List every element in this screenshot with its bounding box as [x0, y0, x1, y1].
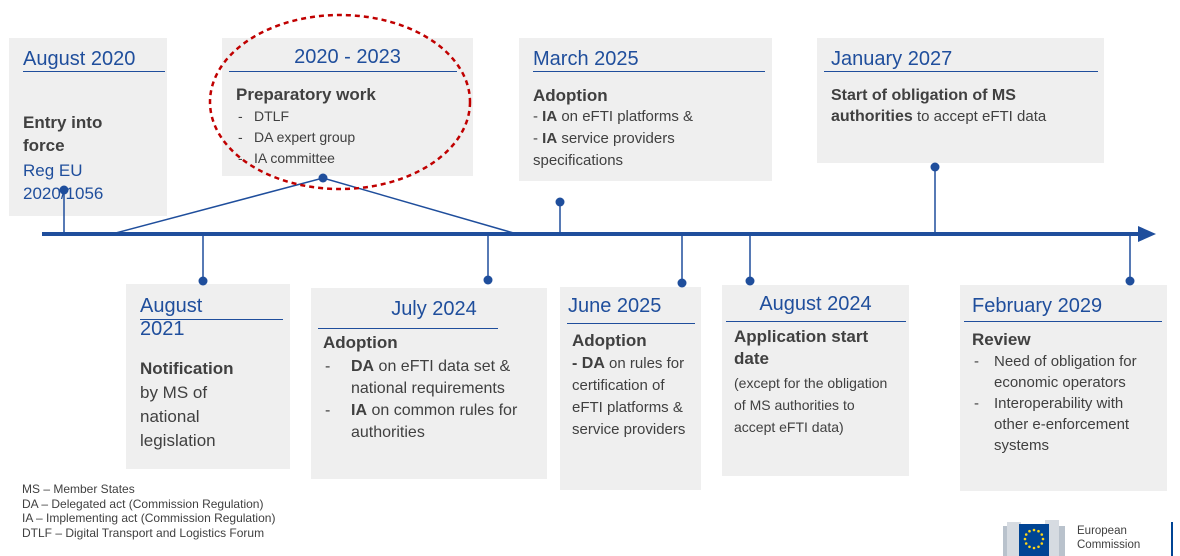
event-items: Need of obligation for economic operator…: [972, 351, 1160, 456]
date-underline: [533, 71, 765, 72]
event-items: DA on eFTI data set & national requireme…: [323, 356, 537, 444]
connector-dot: [318, 173, 328, 183]
event-date: February 2029: [972, 295, 1103, 317]
list-item: DTLF: [236, 106, 355, 127]
event-date: June 2025: [568, 295, 662, 317]
event-title: Application start date: [734, 327, 869, 368]
event-mar-2025: March 2025 Adoption - IA on eFTI platfor…: [519, 38, 772, 181]
event-jul-2024: July 2024 Adoption DA on eFTI data set &…: [311, 288, 547, 479]
event-title: Adoption: [533, 86, 608, 105]
event-aug-2021: August 2021 Notification by MS of nation…: [126, 284, 290, 469]
date-underline: [824, 71, 1098, 72]
legend-item: DA – Delegated act (Commission Regulatio…: [22, 496, 264, 511]
event-text: (except for the obligation of MS authori…: [734, 375, 888, 435]
event-title: Preparatory work: [236, 85, 376, 104]
event-date: August 2024: [759, 293, 872, 315]
event-date: 2020 - 2023: [294, 46, 401, 68]
event-title: Adoption: [323, 333, 398, 352]
connector-dot: [59, 185, 69, 195]
span-bracket: [111, 177, 518, 235]
connector-dot: [483, 275, 493, 285]
list-item: Interoperability with other e-enforcemen…: [972, 393, 1160, 456]
event-date: January 2027: [831, 48, 953, 70]
date-underline: [23, 71, 165, 72]
event-text: by MS of national legislation: [140, 383, 216, 450]
event-date: August 2021: [140, 295, 203, 340]
event-text: - DA on rules for certification of eFTI …: [572, 355, 686, 438]
event-date: March 2025: [533, 48, 639, 70]
date-underline: [318, 328, 498, 329]
connector-dot: [930, 162, 940, 172]
date-underline: [229, 71, 457, 72]
event-2020-2023: 2020 - 2023 Preparatory work DTLF DA exp…: [222, 38, 473, 176]
event-feb-2029: February 2029 Review Need of obligation …: [960, 285, 1167, 491]
event-title: Adoption: [572, 331, 647, 350]
list-item: IA committee: [236, 148, 355, 169]
event-lines: - IA on eFTI platforms & - IA service pr…: [533, 108, 694, 169]
timeline-arrowhead: [1138, 226, 1156, 242]
list-item: DA on eFTI data set & national requireme…: [323, 356, 537, 400]
list-item: Need of obligation for economic operator…: [972, 351, 1160, 393]
date-underline: [567, 323, 695, 324]
legend-item: DTLF – Digital Transport and Logistics F…: [22, 525, 265, 540]
event-date: August 2020: [23, 48, 136, 70]
event-jun-2025: June 2025 Adoption - DA on rules for cer…: [560, 287, 701, 490]
date-underline: [140, 319, 283, 320]
highlight-ellipse: [208, 13, 472, 191]
event-aug-2024: August 2024 Application start date (exce…: [722, 285, 909, 476]
logo-text: European Commission: [1077, 525, 1141, 551]
event-title: Entry into force: [23, 113, 103, 155]
event-text: Start of obligation of MS authorities to…: [831, 87, 1047, 125]
connector-dot: [1125, 276, 1135, 286]
event-jan-2027: January 2027 Start of obligation of MS a…: [817, 38, 1104, 163]
legend-item: MS – Member States: [22, 482, 135, 496]
european-commission-logo: European Commission: [1003, 516, 1180, 556]
date-underline: [964, 321, 1162, 322]
commission-building-icon: [1003, 520, 1065, 556]
event-items: DTLF DA expert group IA committee: [236, 106, 355, 169]
list-item: DA expert group: [236, 127, 355, 148]
event-title: Notification: [140, 359, 234, 378]
event-date: July 2024: [391, 298, 477, 320]
logo-divider: [1171, 522, 1173, 556]
list-item: IA on common rules for authorities: [323, 400, 537, 444]
legend-item: IA – Implementing act (Commission Regula…: [22, 511, 276, 525]
connector-dot: [745, 276, 755, 286]
event-title: Review: [972, 330, 1031, 349]
abbreviation-legend: MS – Member States DA – Delegated act (C…: [22, 482, 275, 540]
connector-dot: [677, 278, 687, 288]
date-underline: [726, 321, 906, 322]
connector-dot: [555, 197, 565, 207]
connector-dot: [198, 276, 208, 286]
